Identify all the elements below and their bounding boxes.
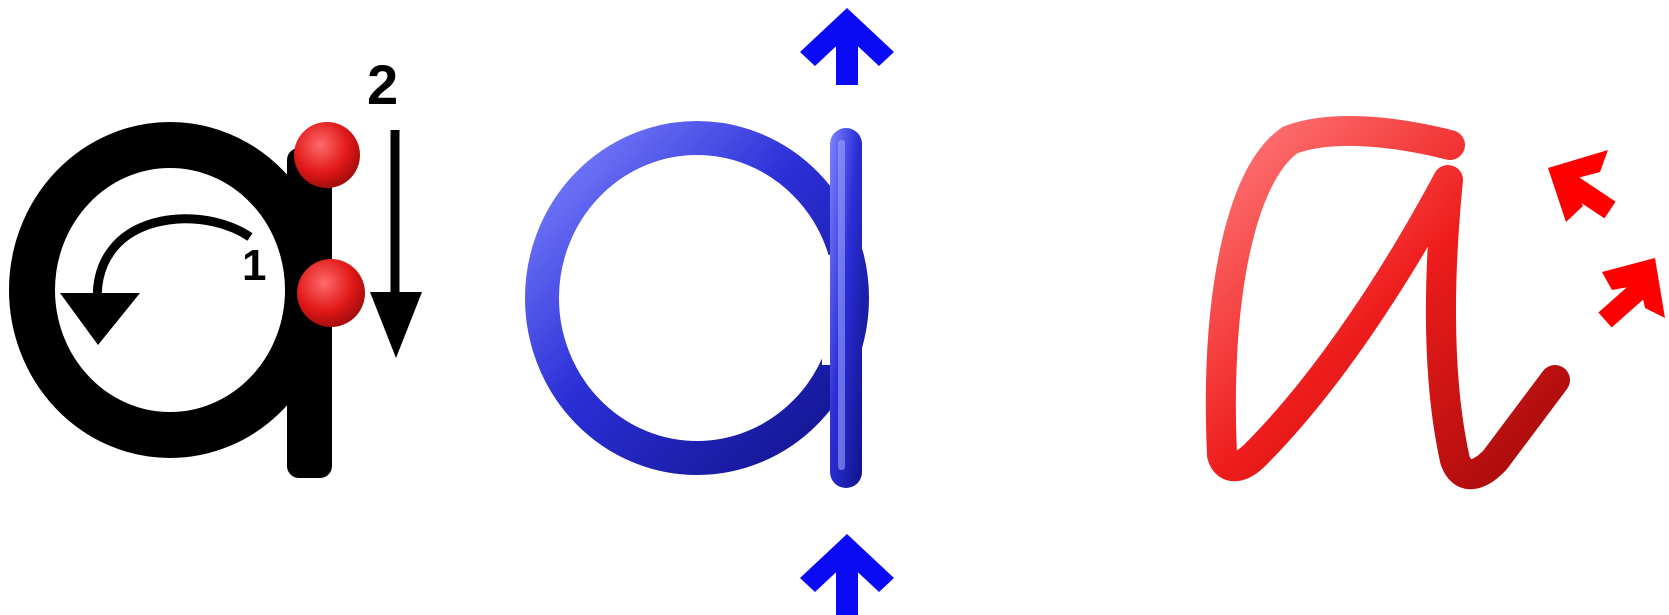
- start-dot-middle-icon: [297, 259, 365, 327]
- blue-letter-stem: [830, 128, 862, 488]
- stroke-2-label: 2: [367, 53, 398, 116]
- stroke-1-label: 1: [242, 241, 266, 290]
- stroke-2-arrowhead-icon: [370, 292, 422, 358]
- red-arrow-lower-icon: [1602, 258, 1665, 320]
- stroke-order-panel: 1 2: [32, 53, 422, 478]
- red-arrow-upper-icon: [1548, 150, 1610, 222]
- blue-letter-bowl: [542, 138, 852, 458]
- up-arrow-bottom-icon: [800, 534, 894, 615]
- letter-bowl: [32, 145, 308, 435]
- red-cursive-panel: [1221, 131, 1665, 474]
- blue-letter-panel: [542, 8, 894, 615]
- stroke-1-arrowhead-icon: [60, 293, 140, 345]
- stroke-1-arrow: [97, 219, 250, 305]
- up-arrow-top-icon: [800, 8, 894, 85]
- red-cursive-letter: [1221, 131, 1555, 474]
- start-dot-top-icon: [294, 122, 360, 188]
